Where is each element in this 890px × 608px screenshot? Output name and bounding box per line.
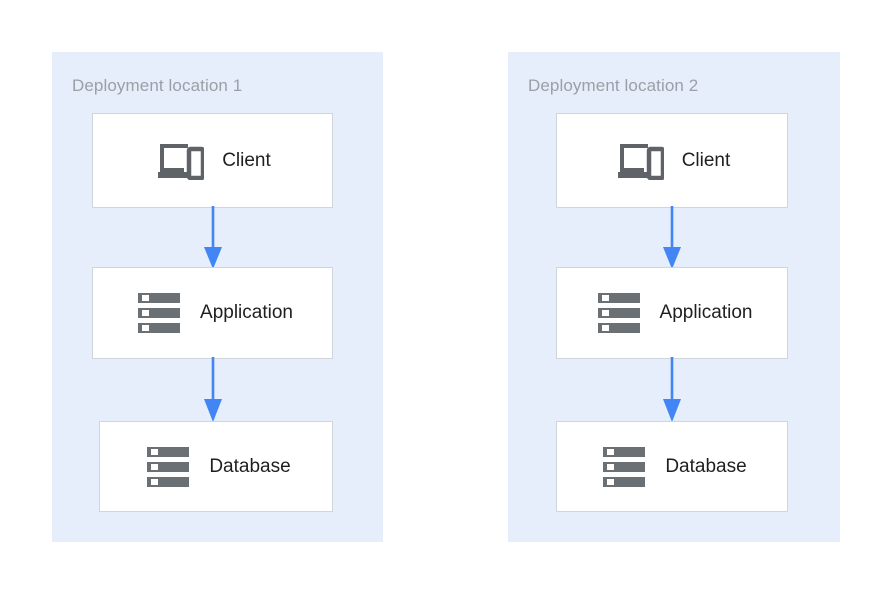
node-client-zone-1-label: Client bbox=[222, 149, 271, 171]
arrow-application-to-database-zone-2 bbox=[659, 357, 685, 423]
node-client-zone-2[interactable]: Client bbox=[556, 113, 788, 208]
node-application-zone-2[interactable]: Application bbox=[556, 267, 788, 359]
server-stack-icon bbox=[141, 443, 195, 491]
node-application-zone-2-label: Application bbox=[659, 302, 753, 323]
arrow-client-to-application-zone-1 bbox=[200, 206, 226, 270]
devices-icon bbox=[614, 137, 668, 185]
deployment-zone-1-title: Deployment location 1 bbox=[72, 76, 243, 95]
arrow-client-to-application-zone-2 bbox=[659, 206, 685, 270]
deployment-zone-2-title: Deployment location 2 bbox=[528, 76, 699, 95]
node-client-zone-2-label: Client bbox=[681, 149, 731, 171]
devices-icon bbox=[154, 137, 208, 185]
arrow-application-to-database-zone-1 bbox=[200, 357, 226, 423]
node-application-zone-1-label: Application bbox=[200, 302, 293, 323]
node-database-zone-2-label: Database bbox=[665, 455, 747, 477]
node-application-zone-1[interactable]: Application bbox=[92, 267, 333, 359]
node-database-zone-2[interactable]: Database bbox=[556, 421, 788, 512]
node-database-zone-1-label: Database bbox=[209, 455, 291, 477]
node-database-zone-1[interactable]: Database bbox=[99, 421, 333, 512]
server-stack-icon bbox=[597, 443, 651, 491]
node-client-zone-1[interactable]: Client bbox=[92, 113, 333, 208]
server-stack-icon bbox=[592, 289, 646, 337]
server-stack-icon bbox=[132, 289, 186, 337]
